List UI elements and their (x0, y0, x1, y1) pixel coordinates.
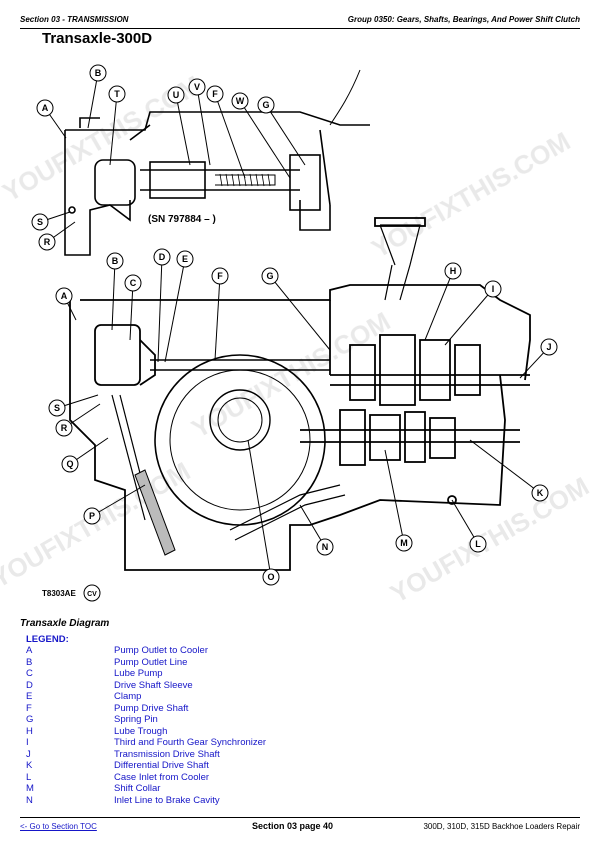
svg-text:M: M (400, 538, 408, 548)
svg-text:S: S (54, 403, 60, 413)
main-cross-section (69, 217, 531, 571)
legend-item: L Case Inlet from Cooler (26, 772, 386, 784)
svg-text:B: B (112, 256, 119, 266)
legend-item: C Lube Pump (26, 668, 386, 680)
legend-key: E (26, 691, 33, 702)
legend-label: Pump Drive Shaft (114, 702, 189, 714)
watermark-2: YOUFIXTHIS.COM (366, 126, 575, 264)
section-toc-link[interactable]: <- Go to Section TOC (20, 822, 97, 831)
legend-key: K (26, 760, 33, 771)
svg-text:S: S (37, 217, 43, 227)
legend-label: Lube Trough (114, 725, 168, 737)
svg-text:T: T (114, 89, 120, 99)
legend-item: E Clamp (26, 691, 386, 703)
svg-text:J: J (546, 342, 551, 352)
upper-detail-view (64, 69, 370, 256)
legend-label: Pump Outlet to Cooler (114, 645, 208, 656)
legend-label: Case Inlet from Cooler (114, 771, 210, 783)
page-header: Section 03 - TRANSMISSION Group 0350: Ge… (20, 14, 580, 29)
legend-label: Clamp (114, 691, 142, 702)
svg-text:A: A (42, 103, 49, 113)
legend-label: Third and Fourth Gear Synchronizer (114, 737, 267, 748)
legend-key: B (26, 656, 33, 668)
legend-label: Pump Outlet Line (114, 656, 188, 668)
legend-item: B Pump Outlet Line (26, 657, 386, 669)
legend-key: G (26, 714, 34, 725)
serial-note: (SN 797884 – ) (148, 214, 216, 225)
callout-letters: A B T U V F W G S R A B C D E F G H I J … (37, 68, 552, 582)
legend-key: A (26, 645, 33, 656)
svg-text:G: G (266, 271, 273, 281)
legend-item: N Inlet Line to Brake Cavity (26, 795, 386, 807)
legend-key: J (26, 748, 31, 760)
legend-label: Drive Shaft Sleeve (114, 679, 193, 691)
legend-list: A Pump Outlet to Cooler B Pump Outlet Line… (26, 645, 386, 806)
legend-key: H (26, 725, 33, 737)
legend-key: D (26, 679, 33, 691)
section-label: Section 03 - TRANSMISSION (20, 15, 129, 24)
legend-label: Spring Pin (114, 714, 158, 725)
svg-text:G: G (262, 100, 269, 110)
svg-text:C: C (130, 278, 137, 288)
watermark-group: YOUFIXTHIS.COM YOUFIXTHIS.COM YOUFIXTHIS… (0, 70, 594, 609)
svg-text:W: W (236, 96, 245, 106)
transaxle-diagram: YOUFIXTHIS.COM YOUFIXTHIS.COM YOUFIXTHIS… (0, 64, 594, 609)
legend-item: J Transmission Drive Shaft (26, 749, 386, 761)
page-footer: <- Go to Section TOC Section 03 page 40 … (20, 817, 580, 832)
svg-text:B: B (95, 68, 102, 78)
svg-text:O: O (267, 572, 274, 582)
legend-item: I Third and Fourth Gear Synchronizer (26, 737, 386, 749)
svg-text:D: D (159, 252, 166, 262)
svg-text:V: V (194, 82, 200, 92)
legend-item: H Lube Trough (26, 726, 386, 738)
legend-label: Lube Pump (114, 668, 163, 679)
svg-text:F: F (212, 89, 218, 99)
legend-item: M Shift Collar (26, 783, 386, 795)
legend-item: K Differential Drive Shaft (26, 760, 386, 772)
figure-badge-circle (83, 584, 101, 602)
svg-text:L: L (475, 539, 481, 549)
svg-text:R: R (44, 237, 51, 247)
figure-caption: Transaxle Diagram (20, 618, 110, 629)
legend-title: LEGEND: (26, 634, 69, 645)
legend-label: Shift Collar (114, 783, 161, 794)
svg-text:N: N (322, 542, 329, 552)
legend-key: N (26, 794, 33, 806)
legend-key: F (26, 702, 32, 714)
svg-text:P: P (89, 511, 95, 521)
watermark-5: YOUFIXTHIS.COM (385, 471, 594, 609)
svg-text:A: A (61, 291, 68, 301)
legend-key: L (26, 771, 32, 783)
svg-text:U: U (173, 90, 180, 100)
legend-item: A Pump Outlet to Cooler (26, 645, 386, 657)
svg-text:K: K (537, 488, 544, 498)
svg-text:E: E (182, 254, 188, 264)
legend-key: M (26, 783, 34, 794)
svg-text:Q: Q (66, 459, 73, 469)
page-title: Transaxle-300D (42, 30, 153, 47)
svg-text:I: I (492, 284, 495, 294)
svg-text:F: F (217, 271, 223, 281)
legend-item: F Pump Drive Shaft (26, 703, 386, 715)
legend-item: G Spring Pin (26, 714, 386, 726)
legend-item: D Drive Shaft Sleeve (26, 680, 386, 692)
svg-text:R: R (61, 423, 68, 433)
callouts (31, 64, 558, 586)
legend-label: Inlet Line to Brake Cavity (114, 794, 220, 806)
figure-badge: CV (87, 591, 97, 598)
svg-text:H: H (450, 266, 457, 276)
figure-id: T8303AE (42, 589, 76, 598)
group-label: Group 0350: Gears, Shafts, Bearings, And… (347, 15, 580, 24)
legend-key: C (26, 668, 33, 679)
legend-label: Transmission Drive Shaft (114, 748, 220, 760)
legend-label: Differential Drive Shaft (114, 760, 209, 771)
legend-key: I (26, 737, 29, 748)
page-number: Section 03 page 40 (252, 821, 334, 831)
document-title: 300D, 310D, 315D Backhoe Loaders Repair (423, 822, 580, 831)
